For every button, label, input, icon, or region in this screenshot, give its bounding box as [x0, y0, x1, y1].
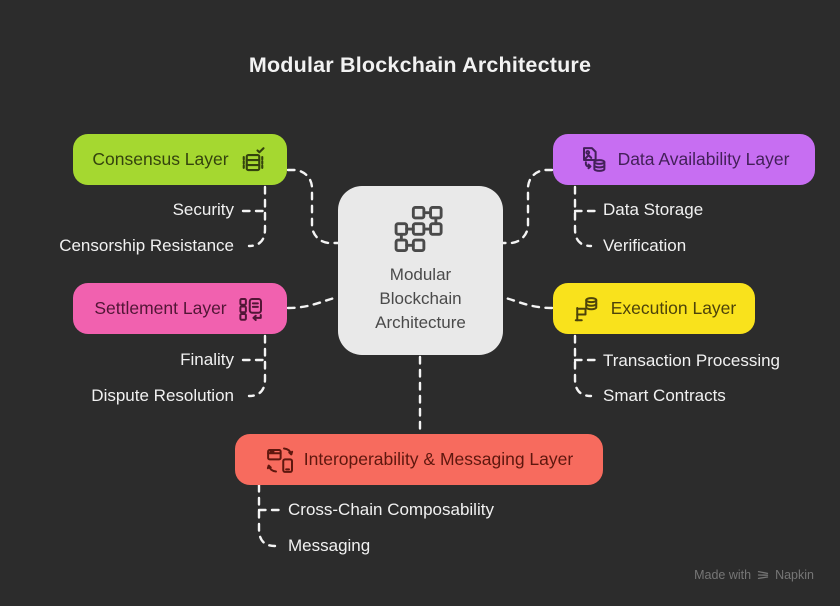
node-label-execution-layer: Execution Layer — [610, 298, 737, 318]
consensus-blocks-check-icon — [238, 145, 268, 175]
center-node-label: Modular Blockchain Architecture — [375, 263, 466, 335]
blocks-flow-icon — [394, 206, 448, 252]
watermark-text: Made with — [694, 568, 752, 582]
node-consensus-layer[interactable]: Consensus Layer — [73, 134, 287, 185]
sub-item-cross-chain-composability[interactable]: Cross-Chain Composability — [288, 500, 494, 519]
stack-document-return-icon — [236, 294, 266, 324]
connector-data-availability-children — [573, 185, 593, 248]
connector-settlement-to-center — [286, 295, 340, 310]
connector-consensus-to-center — [286, 168, 340, 245]
watermark: Made with Napkin — [694, 568, 814, 582]
node-label-settlement-layer: Settlement Layer — [94, 298, 227, 318]
node-execution-layer[interactable]: Execution Layer — [553, 283, 755, 334]
sub-item-messaging[interactable]: Messaging — [288, 536, 371, 555]
sub-item-data-storage[interactable]: Data Storage — [603, 200, 704, 219]
database-flag-icon — [572, 294, 602, 324]
node-label-data-availability-layer: Data Availability Layer — [617, 149, 790, 169]
file-to-database-icon — [579, 145, 609, 175]
connector-settlement-children — [247, 334, 267, 398]
center-node-label-line1: Modular — [389, 265, 452, 284]
diagram-title: Modular Blockchain Architecture — [248, 53, 592, 77]
node-data-availability-layer[interactable]: Data Availability Layer — [553, 134, 815, 185]
connector-interoperability-children — [257, 483, 277, 548]
watermark-brand: Napkin — [775, 568, 814, 582]
connector-consensus-children — [247, 185, 267, 248]
sub-item-censorship-resistance[interactable]: Censorship Resistance — [59, 236, 234, 255]
center-node-label-line2: Blockchain — [379, 289, 462, 308]
center-node-label-line3: Architecture — [375, 313, 466, 332]
connector-data-availability-to-center — [500, 168, 554, 245]
node-settlement-layer[interactable]: Settlement Layer — [73, 283, 287, 334]
connector-execution-to-center — [500, 295, 554, 310]
sub-item-security[interactable]: Security — [172, 200, 234, 219]
connector-execution-children — [573, 334, 593, 398]
node-label-consensus-layer: Consensus Layer — [92, 149, 229, 169]
node-interoperability-messaging-layer[interactable]: Interoperability & Messaging Layer — [235, 434, 603, 485]
sub-item-finality[interactable]: Finality — [180, 350, 234, 369]
sub-item-transaction-processing[interactable]: Transaction Processing — [603, 351, 781, 370]
devices-sync-icon — [265, 445, 295, 475]
sub-item-smart-contracts[interactable]: Smart Contracts — [603, 386, 726, 405]
sub-item-dispute-resolution[interactable]: Dispute Resolution — [91, 386, 234, 405]
center-node-modular-blockchain-architecture[interactable]: Modular Blockchain Architecture — [338, 186, 503, 355]
napkin-logo-icon — [756, 568, 770, 582]
sub-item-verification[interactable]: Verification — [603, 236, 687, 255]
node-label-interoperability-messaging-layer: Interoperability & Messaging Layer — [303, 449, 574, 469]
